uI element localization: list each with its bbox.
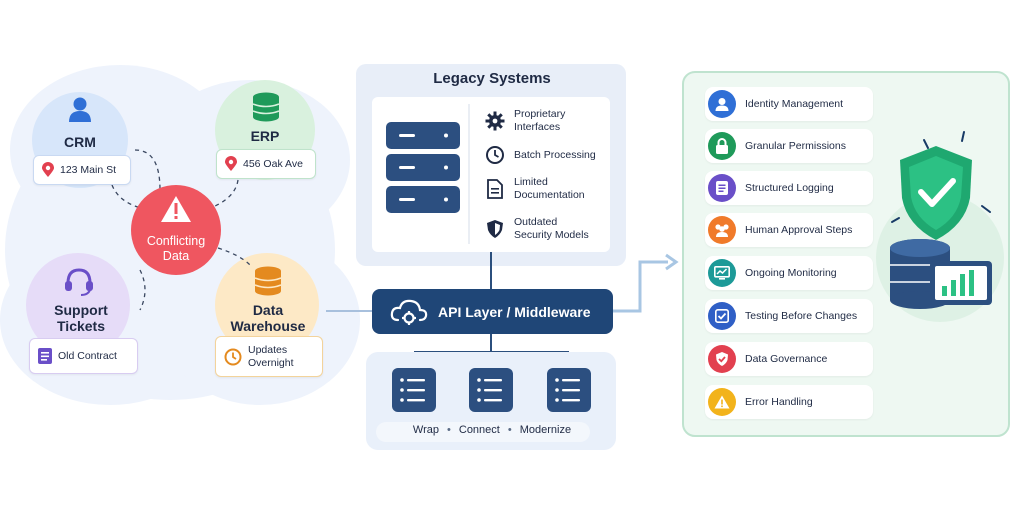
location-pin-icon — [225, 156, 237, 172]
warning-icon — [708, 388, 736, 416]
crm-address-text: 123 Main St — [60, 164, 117, 176]
warehouse-bubble — [215, 253, 319, 357]
governance-item-error-handling: Error Handling — [705, 385, 873, 419]
document-icon — [38, 348, 52, 364]
governance-item-identity: Identity Management — [705, 87, 873, 121]
legacy-title: Legacy Systems — [433, 70, 551, 87]
modernize-pill — [376, 422, 590, 442]
support-label-line2: Tickets — [57, 318, 105, 334]
api-layer-bar: API Layer / Middleware — [372, 289, 613, 334]
document-icon — [484, 179, 506, 199]
lock-icon — [708, 132, 736, 160]
arrowhead-icon — [665, 253, 679, 271]
support-bubble — [26, 253, 130, 357]
governance-item-permissions: Granular Permissions — [705, 129, 873, 163]
support-label: Support Tickets — [36, 302, 126, 334]
shield-icon — [484, 219, 506, 239]
headset-icon — [65, 268, 93, 296]
monitor-icon — [708, 259, 736, 287]
feature-line2: Documentation — [514, 189, 585, 201]
feature-line1: Limited — [514, 176, 548, 188]
location-pin-icon — [42, 162, 54, 178]
legacy-feature-text: Batch Processing — [514, 148, 596, 161]
warehouse-update-line2: Overnight — [248, 356, 294, 369]
conflict-label: Conflicting Data — [131, 234, 221, 264]
feature-line2: Security Models — [514, 229, 589, 241]
governance-item-label: Granular Permissions — [745, 140, 846, 152]
warehouse-label-line2: Warehouse — [230, 318, 306, 334]
erp-label: ERP — [250, 128, 280, 144]
governance-item-label: Ongoing Monitoring — [745, 267, 837, 279]
clock-icon — [224, 348, 242, 366]
separator-dot: • — [447, 424, 451, 436]
user-icon — [69, 97, 91, 122]
conflict-bubble — [131, 185, 221, 275]
warehouse-update-line1: Updates — [248, 343, 288, 356]
secure-database-illustration — [876, 131, 1004, 322]
governance-item-label: Structured Logging — [745, 182, 834, 194]
cloud-gear-icon — [390, 298, 428, 326]
modernize-steps: Wrap • Connect • Modernize — [368, 424, 616, 436]
server-stack-icon — [386, 122, 460, 213]
step-wrap: Wrap — [412, 424, 440, 436]
crm-address-chip: 123 Main St — [33, 155, 131, 185]
warehouse-update-text: Updates Overnight — [248, 344, 294, 370]
erp-address-chip: 456 Oak Ave — [216, 149, 316, 179]
warehouse-label: Data Warehouse — [222, 302, 314, 334]
warehouse-label-line1: Data — [252, 302, 284, 318]
user-icon — [708, 90, 736, 118]
step-connect: Connect — [458, 424, 500, 436]
service-module-icons — [392, 368, 591, 412]
support-contract-text: Old Contract — [58, 350, 117, 362]
governance-item-label: Human Approval Steps — [745, 224, 853, 236]
warning-icon — [161, 196, 191, 222]
warehouse-update-chip: Updates Overnight — [215, 336, 323, 377]
conflict-label-line1: Conflicting — [146, 234, 206, 248]
legacy-feature-batch: Batch Processing — [484, 145, 596, 165]
governance-item-approval: Human Approval Steps — [705, 213, 873, 247]
api-to-governance-arrow — [613, 260, 668, 313]
feature-line1: Outdated — [514, 216, 558, 228]
database-icon — [254, 266, 282, 296]
governance-item-label: Testing Before Changes — [745, 310, 858, 322]
erp-address-text: 456 Oak Ave — [243, 158, 303, 170]
clock-icon — [484, 145, 506, 165]
step-modernize: Modernize — [519, 424, 572, 436]
people-icon — [708, 216, 736, 244]
feature-line1: Proprietary — [514, 108, 566, 120]
gear-icon — [484, 111, 506, 131]
database-icon — [252, 92, 280, 122]
governance-item-label: Identity Management — [745, 98, 844, 110]
log-icon — [708, 174, 736, 202]
governance-item-testing: Testing Before Changes — [705, 299, 873, 333]
support-label-line1: Support — [54, 302, 108, 318]
support-contract-chip: Old Contract — [29, 338, 138, 374]
governance-item-logging: Structured Logging — [705, 171, 873, 205]
api-layer-label: API Layer / Middleware — [438, 303, 591, 320]
conflict-label-line2: Data — [162, 249, 190, 263]
shield-check-icon — [708, 345, 736, 373]
separator-dot: • — [507, 424, 512, 436]
feature-line2: Interfaces — [514, 121, 561, 133]
governance-item-label: Data Governance — [745, 353, 828, 365]
governance-item-data-governance: Data Governance — [705, 342, 873, 376]
checklist-icon — [708, 302, 736, 330]
governance-item-monitoring: Ongoing Monitoring — [705, 256, 873, 290]
governance-item-label: Error Handling — [745, 396, 813, 408]
crm-label: CRM — [64, 134, 96, 150]
